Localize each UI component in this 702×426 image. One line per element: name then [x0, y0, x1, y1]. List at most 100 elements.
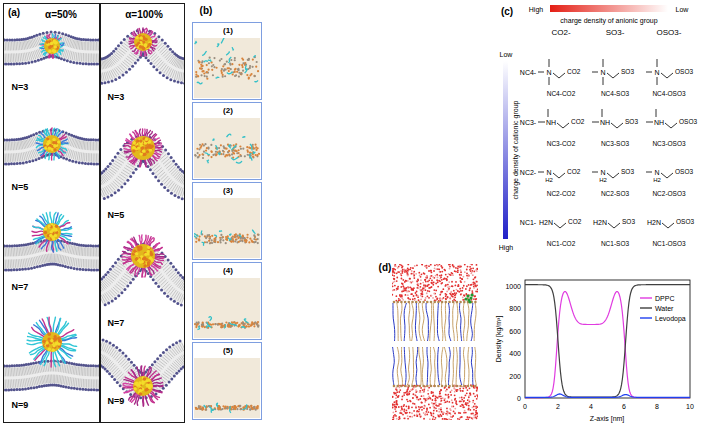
membrane-bead [206, 241, 208, 243]
water-molecule [472, 418, 474, 420]
core-bead [50, 230, 53, 233]
lipid-head [30, 61, 33, 64]
water-molecule [440, 409, 442, 411]
core-bead [47, 224, 50, 227]
membrane-bead [218, 406, 220, 408]
membrane-bead [239, 238, 241, 240]
ligand-chain [224, 325, 226, 328]
lipid-head [62, 156, 65, 159]
lipid-head [73, 387, 76, 390]
core-bead [150, 145, 153, 148]
ligand-chain [124, 146, 132, 148]
lipid-head [122, 74, 125, 77]
core-bead [145, 388, 148, 391]
core-bead [139, 139, 142, 142]
lipid-head [10, 162, 13, 165]
membrane-bead [255, 409, 257, 411]
ligand-chain [141, 366, 142, 377]
membrane-bead [226, 407, 228, 409]
core-bead [59, 340, 62, 343]
membrane-bead [250, 405, 252, 407]
water-molecule [459, 397, 461, 399]
lipid-head [123, 38, 126, 41]
ligand-chain [144, 366, 145, 377]
membrane-bead [246, 146, 248, 148]
ligand-chain [230, 234, 232, 236]
lipid-head [7, 162, 10, 165]
membrane-bead [240, 72, 242, 74]
membrane-bead [236, 150, 238, 152]
lipid-head [34, 60, 37, 63]
water-molecule [437, 286, 439, 288]
membrane-bead [205, 236, 207, 238]
particle-core [134, 33, 152, 51]
water-molecule [392, 404, 394, 406]
lipid-head [27, 387, 30, 390]
core-bead [135, 252, 138, 255]
membrane-bead [200, 68, 202, 70]
lipid-head [68, 362, 71, 365]
membrane-bead [206, 147, 208, 149]
water-molecule [468, 408, 470, 410]
membrane-bead [200, 63, 202, 65]
lipid-head [177, 81, 180, 84]
lipid-head [113, 378, 116, 381]
water-molecule [404, 412, 406, 414]
lipid-head [72, 61, 75, 64]
lipid-head [5, 162, 8, 165]
membrane-bead [214, 238, 216, 240]
lipid-head [134, 61, 137, 64]
lipid-head [35, 132, 38, 135]
membrane-bead [245, 240, 247, 242]
core-bead [139, 260, 142, 263]
membrane-bead [222, 325, 224, 327]
water-molecule [438, 403, 440, 405]
ligand-chain [131, 370, 138, 379]
membrane-bead [221, 408, 223, 410]
lipid-head [82, 62, 85, 65]
membrane-bead [215, 67, 217, 69]
lipid-head [102, 338, 105, 341]
membrane-bead [222, 76, 224, 78]
lipid-head [87, 388, 90, 391]
lipid-head [7, 268, 10, 271]
ligand-chain [59, 348, 71, 358]
membrane-bead [254, 75, 256, 77]
ligand-chain [59, 137, 66, 140]
water-molecule [445, 293, 447, 295]
water-molecule [467, 389, 469, 391]
membrane-bead [218, 147, 220, 149]
core-bead [53, 147, 56, 150]
bilayer-core [101, 137, 184, 198]
water-molecule [438, 415, 440, 417]
membrane-bead [228, 70, 230, 72]
water-molecule [423, 272, 425, 274]
ligand-chain [227, 72, 233, 74]
lipid-head [104, 368, 107, 371]
ligand-chain [49, 317, 51, 333]
lipid-head [164, 42, 167, 45]
ligand-chain [27, 340, 43, 341]
ligand-chain [32, 231, 44, 232]
lipid-head [115, 346, 118, 349]
membrane-bead [246, 149, 248, 151]
membrane-bead [235, 68, 237, 70]
lipid-head [114, 47, 117, 50]
membrane-bead [197, 156, 199, 158]
core-bead [45, 341, 48, 344]
water-molecule [424, 413, 426, 415]
membrane-bead [257, 242, 259, 244]
membrane-bead [242, 66, 244, 68]
membrane-bead [204, 409, 206, 411]
water-molecule [427, 295, 429, 297]
lipid-head [4, 268, 7, 271]
water-molecule [455, 403, 457, 405]
lipid-head [84, 388, 87, 391]
ligand-chain [29, 346, 43, 353]
membrane-bead [222, 239, 224, 241]
core-bead [48, 49, 51, 52]
lipid-head [112, 50, 115, 53]
membrane-bead [215, 154, 217, 156]
lipid-bilayer [4, 129, 99, 166]
lipid-head [97, 244, 99, 247]
